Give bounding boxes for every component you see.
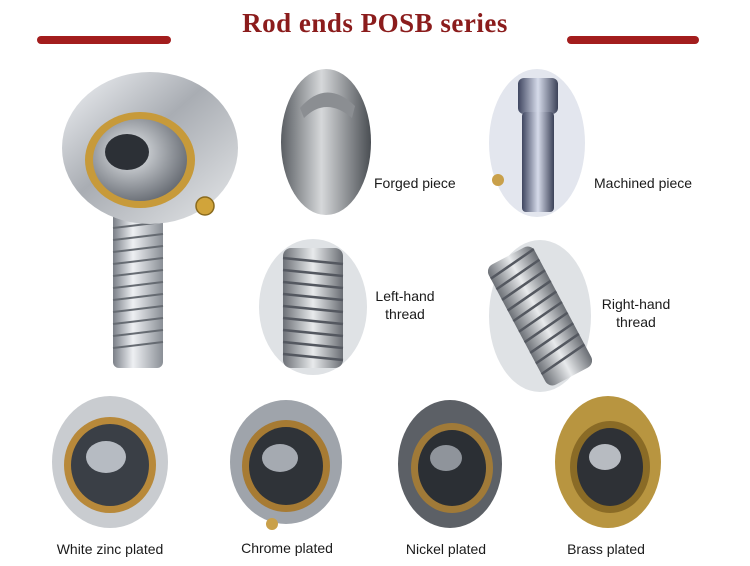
title-bar-right (567, 36, 699, 44)
left-thread-label-line1: Left-hand (375, 288, 435, 304)
page-title: Rod ends POSB series (242, 8, 508, 38)
machined-piece-image (489, 69, 585, 217)
machined-piece-label: Machined piece (594, 175, 693, 191)
nickel-plated-image (398, 400, 502, 528)
chrome-plated-image (230, 400, 342, 530)
white-zinc-plated-label: White zinc plated (56, 541, 164, 557)
right-thread-label-line2: thread (616, 314, 656, 330)
right-thread-image (488, 240, 592, 392)
brass-plated-label: Brass plated (567, 541, 645, 557)
forged-piece-label: Forged piece (374, 175, 456, 191)
right-thread-label-line1: Right-hand (601, 296, 671, 312)
white-zinc-plated-image (52, 396, 168, 528)
title-bar-left (37, 36, 171, 44)
left-thread-image (259, 239, 367, 375)
brass-plated-image (555, 396, 661, 528)
nickel-plated-label: Nickel plated (405, 541, 487, 557)
forged-piece-image (281, 69, 371, 215)
left-thread-label-line2: thread (385, 306, 425, 322)
rod-end-image (62, 72, 238, 368)
chrome-plated-label: Chrome plated (241, 540, 333, 556)
